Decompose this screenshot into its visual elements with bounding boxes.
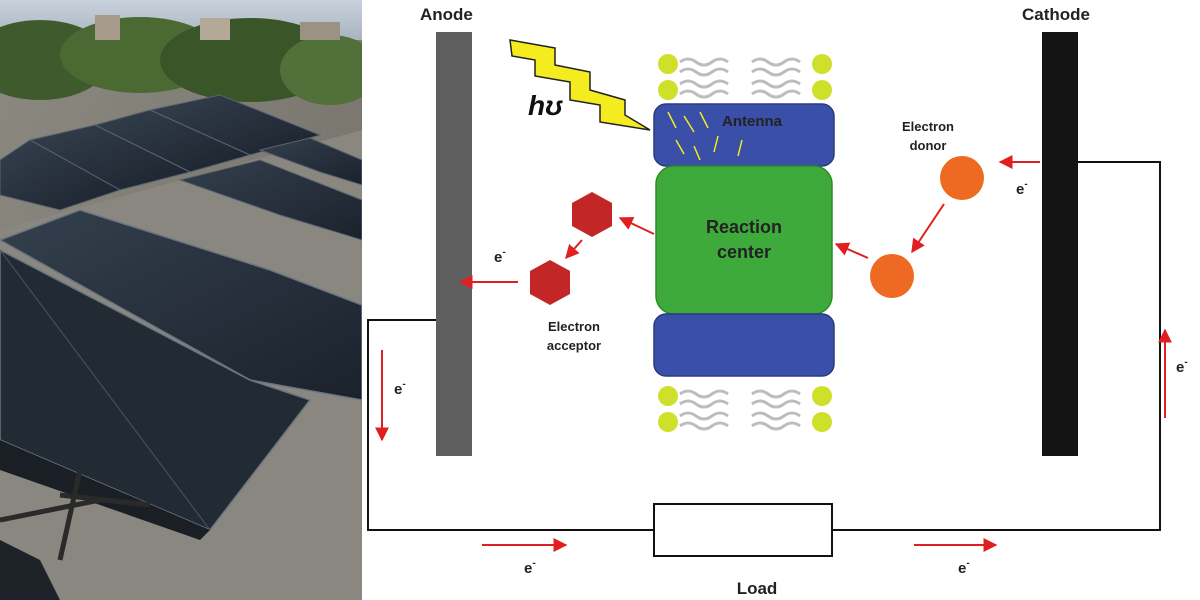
electron-donor-label-line1: Electron [902,119,954,134]
electron-label-right-wire: e- [1176,357,1188,376]
arrow-donor-to-reaction-center [834,242,869,259]
light-lightning-icon [509,39,651,131]
anode-label: Anode [420,5,473,24]
reaction-center-label-line1: Reaction [706,217,782,237]
wire-load-to-cathode [832,161,1161,531]
electron-flow-arrows [375,155,1172,552]
panel-row-back [0,94,363,241]
arrow-donor-to-donor [911,203,945,254]
electron-label-anode: e- [494,247,506,266]
cathode-electrode [1042,32,1078,456]
light-absorption-arrows [667,111,743,161]
electron-acceptor-label-line2: acceptor [547,338,601,353]
solar-panel-photo [0,0,380,600]
electron-acceptor-molecule-lower [530,260,570,305]
tree-line [0,15,380,105]
electron-label-cathode: e- [1016,179,1028,198]
lipid-tails-bottom [679,389,801,431]
biophotovoltaic-diagram: Load Anode Cathode hʊ Antenna [362,0,1200,600]
lipid-layer-bottom [658,386,832,432]
arrow-reaction-center-to-acceptor [618,217,655,235]
load-resistor [653,503,833,557]
antenna-label: Antenna [722,113,783,130]
antenna-complex-lower [653,313,835,377]
panel-row-front [0,209,363,600]
anode-electrode [436,32,472,456]
electron-labels: e- e- e- e- e- e- [394,179,1188,577]
arrow-acceptor-to-acceptor [565,239,583,260]
electron-donor-label-line2: donor [910,138,947,153]
electron-label-bottom-right: e- [958,558,970,577]
reaction-center [655,165,833,315]
lipid-heads-top [658,54,832,100]
load-label: Load [737,579,778,598]
electron-acceptor-molecule-upper [572,192,612,237]
electron-donor-molecule-upper [940,156,984,200]
photon-energy-label: hʊ [528,90,563,121]
wire-anode-to-load [367,319,654,531]
electron-label-bottom-left: e- [524,558,536,577]
cathode-label: Cathode [1022,5,1090,24]
electron-acceptor-label-line1: Electron [548,319,600,334]
panel-support-frame [0,469,151,561]
reaction-center-label-line2: center [717,242,771,262]
lipid-layer-top [658,54,832,100]
electron-donor-molecule-lower [870,254,914,298]
electron-label-left-wire: e- [394,379,406,398]
lipid-heads-bottom [658,386,832,432]
lipid-tails-top [679,57,801,99]
